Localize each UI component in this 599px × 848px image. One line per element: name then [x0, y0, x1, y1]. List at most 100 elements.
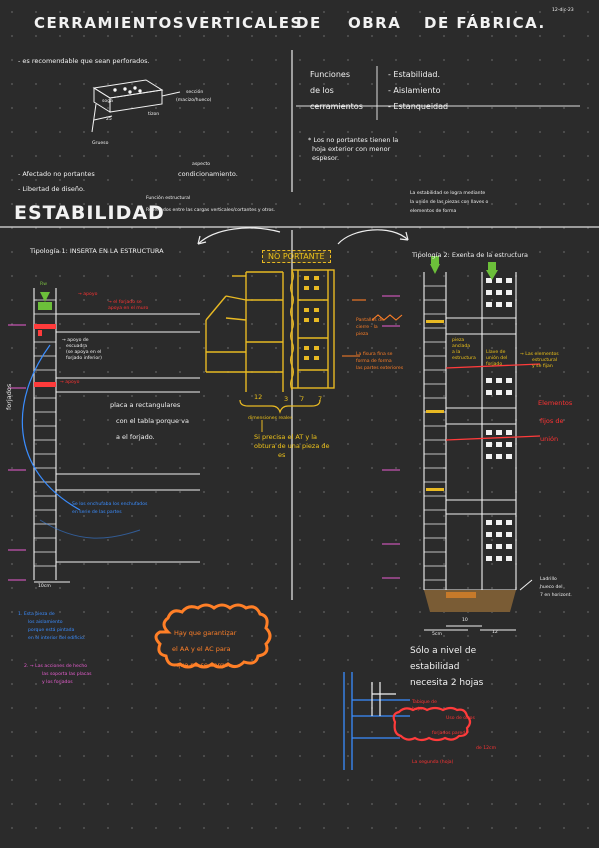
right-yellow-2: anclada	[452, 344, 471, 349]
center-yellow-1: Si precisa el AT y la	[254, 433, 318, 441]
callout-3: 7 en horizont.	[540, 593, 572, 598]
dim-3: 3	[284, 395, 289, 403]
right-yellow-4: estructura	[452, 356, 476, 361]
stability-line-3: necesita 2 hojas	[410, 678, 484, 688]
left-typology: Tipología 1: INSERTA EN LA ESTRUCTURA	[30, 247, 164, 255]
functions-note-2: hoja exterior con menor	[312, 145, 391, 153]
title-word-1: CERRAMIENTOS	[34, 14, 186, 32]
pink-bottom-3: y los forjados	[42, 680, 73, 685]
brick-label-soga: soga	[102, 99, 113, 104]
callout-1: Ladrillo	[540, 577, 557, 582]
blue-bottom-2: los aislamiento	[28, 620, 63, 625]
dim-12: 12	[254, 393, 263, 401]
left-dim-bottom: 10cm	[38, 584, 51, 589]
right-red-bottom-2: forjados pared	[432, 731, 466, 736]
brick-label-grueso: Grueso	[92, 141, 109, 146]
center-yellow-2: obtura de una pieza de	[254, 442, 330, 450]
right-red-2: fijos de	[540, 417, 564, 425]
blue-bottom-4: en el interior del edificio.	[28, 636, 86, 641]
functions-note-1: * Los no portantes tienen la	[308, 136, 399, 144]
orange-box-line-3: que no se carga.	[176, 661, 231, 669]
orange-note-3: pieza	[356, 332, 369, 337]
orange-box-line-2: el AA y el AC para	[172, 645, 231, 653]
functions-label-3: cerramientos	[310, 102, 363, 111]
stability-line-2: estabilidad	[410, 662, 460, 672]
left-tiny-2: escuadra	[66, 344, 88, 349]
dim-caption: dimensiones reales	[248, 416, 293, 421]
factor-aspecto: aspecto	[192, 162, 211, 167]
vertical-label-forjados: forjados	[5, 383, 13, 410]
right-yellow-9: estructural	[532, 358, 558, 363]
no-portante-badge: NO PORTANTE	[262, 250, 331, 264]
right-typology: Tipología 2: Exenta de la estructura	[412, 251, 528, 259]
function-item-2: - Aislamiento	[388, 86, 441, 95]
blue-bottom-1: 1. Esta pieza de	[18, 612, 55, 617]
callout-2: hueco del	[540, 585, 563, 590]
left-mid-1: placa a rectangulares	[110, 401, 181, 409]
red-note-2: → el forjado se	[108, 300, 142, 305]
right-yellow-7: forjado	[486, 362, 503, 367]
dim-7a: 7	[300, 395, 305, 403]
right-red-bottom-3: de 12cm	[476, 746, 497, 751]
function-structural-desc: Rellenados entre las cargas verticales/c…	[146, 208, 276, 213]
perforated-note: - es recomendable que sean perforados.	[18, 57, 150, 65]
orange-note-2: cierre - la	[356, 325, 378, 330]
title-word-4: OBRA	[348, 14, 402, 32]
orange-note-1: Pantallas de	[356, 318, 384, 323]
functions-label-2: de los	[310, 86, 334, 95]
functions-label-1: Funciones	[310, 70, 350, 79]
red-note-4: → apoyo	[60, 380, 80, 385]
function-structural-label: Función estructural	[146, 196, 191, 201]
section-heading-estabilidad: ESTABILIDAD	[14, 202, 165, 224]
left-mid-3: a el forjado.	[116, 433, 155, 441]
right-dim-5cm: 5cm	[432, 632, 442, 637]
dim-7b: 7	[318, 395, 323, 403]
brick-label-section: sección	[186, 90, 204, 95]
title-word-3: DE	[296, 14, 322, 32]
right-red-box-3: La segunda (hoja)	[412, 760, 454, 765]
right-yellow-6: unión del	[486, 356, 508, 361]
left-tiny-3: (se apoya en el	[66, 350, 102, 355]
pink-bottom-2: las soporta las placas	[42, 672, 92, 677]
orange-box-line-1: Hay que garantizar	[174, 629, 237, 637]
center-yellow-3: es	[278, 451, 286, 459]
title-word-2: VERTICALES	[186, 14, 303, 32]
right-dim-10: 10	[462, 618, 468, 623]
left-mid-2: con el tabla porque va	[116, 417, 189, 425]
right-yellow-3: a la	[452, 350, 461, 355]
right-yellow-8: → Las elementos	[520, 352, 559, 357]
red-note-1: → apoyo	[78, 292, 98, 297]
blue-note-2: en serie de las partes	[72, 510, 122, 515]
title-word-5: DE FÁBRICA.	[424, 14, 546, 32]
blue-bottom-3: porque está pintada	[28, 628, 75, 633]
brick-label-tizon: tizon	[148, 112, 160, 117]
orange-note-6: las partes exteriores	[356, 366, 404, 371]
right-yellow-1: pieza	[452, 338, 465, 343]
stability-line-1: Sólo a nivel de	[410, 646, 477, 656]
factor-prefix: - Afectado no portantes	[18, 170, 95, 178]
brick-label-section-paren: (macizo/hueco)	[176, 98, 212, 103]
blue-note-1: Se los enchufaba los enchufados	[72, 502, 148, 507]
stability-note-3: elementos de forma	[410, 209, 457, 214]
page-date: 12-dic-23	[552, 8, 574, 13]
orange-note-4: La fisura fina se	[356, 352, 393, 357]
function-item-1: - Estabilidad.	[388, 70, 441, 79]
stability-note-2: la unión de las piezas con llaves o	[410, 200, 489, 205]
left-tiny-1: → apoyo de	[62, 338, 89, 343]
stability-note-1: La estabilidad se logra mediante	[410, 191, 486, 196]
right-red-3: unión	[540, 435, 559, 443]
right-red-1: Elementos	[538, 399, 573, 407]
red-note-3: apoya en el muro	[108, 306, 149, 311]
right-red-bottom-1: Uso de otros	[446, 716, 475, 721]
right-yellow-5: Llave de	[486, 350, 506, 355]
factor-condicionamiento: condicionamiento.	[178, 170, 238, 178]
brick-label-25: 25	[106, 117, 112, 122]
green-label-rw: Rw	[40, 282, 47, 287]
pink-bottom-1: 2. → Las acciones de hecho	[24, 664, 88, 669]
function-item-3: - Estanqueidad	[388, 102, 449, 111]
left-tiny-4: forjado inferior)	[66, 356, 102, 361]
right-yellow-10: y se fijan	[532, 364, 553, 369]
right-red-box-2: hoja	[412, 707, 422, 712]
right-dim-12: 12	[492, 630, 498, 635]
